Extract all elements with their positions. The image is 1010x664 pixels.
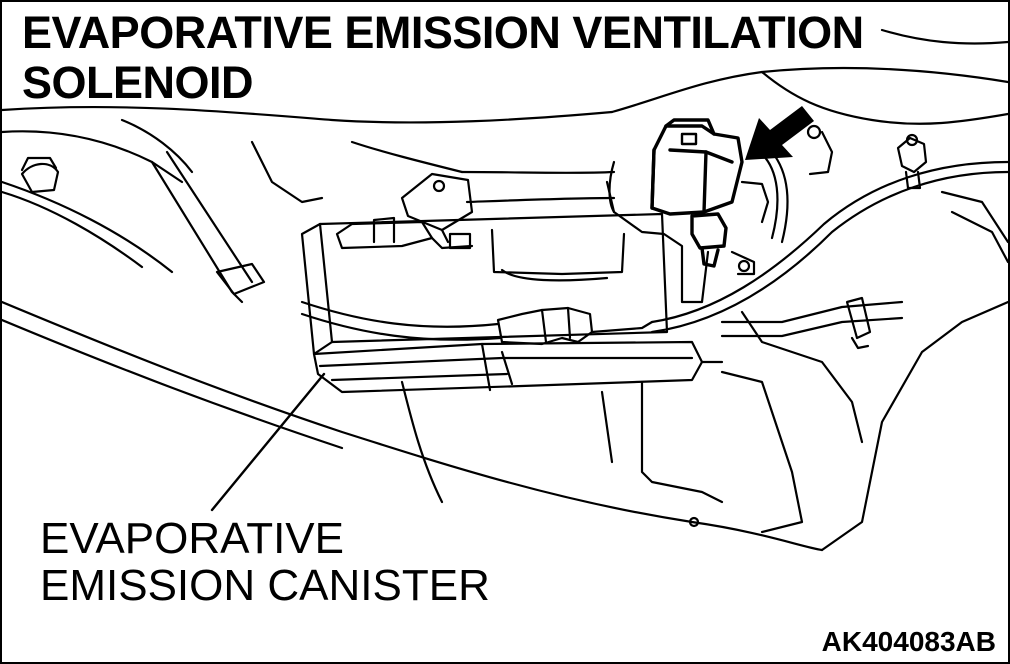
canister-body	[300, 212, 669, 356]
solenoid-bracket	[605, 160, 770, 304]
harness-connector	[300, 300, 654, 346]
left-fender	[2, 150, 266, 304]
right-clip	[806, 124, 1008, 264]
vent-hose	[650, 150, 1008, 350]
ventilation-solenoid	[650, 118, 744, 268]
canister-leader-line	[210, 372, 326, 512]
diagram-title-line-1: EVAPORATIVE EMISSION VENTILATION	[22, 7, 864, 58]
lower-panel-lines	[2, 300, 1008, 552]
canister-label-line-1: EVAPORATIVE	[40, 514, 345, 563]
solenoid-arrow	[745, 106, 814, 160]
upper-body-outline	[2, 28, 1008, 184]
figure-code: AK404083AB	[821, 626, 996, 657]
canister-label-line-2: EMISSION CANISTER	[40, 561, 490, 610]
diagram-title-line-2: SOLENOID	[22, 57, 254, 108]
canister-base-tray	[312, 340, 724, 394]
upper-hose-clamp	[250, 140, 616, 244]
